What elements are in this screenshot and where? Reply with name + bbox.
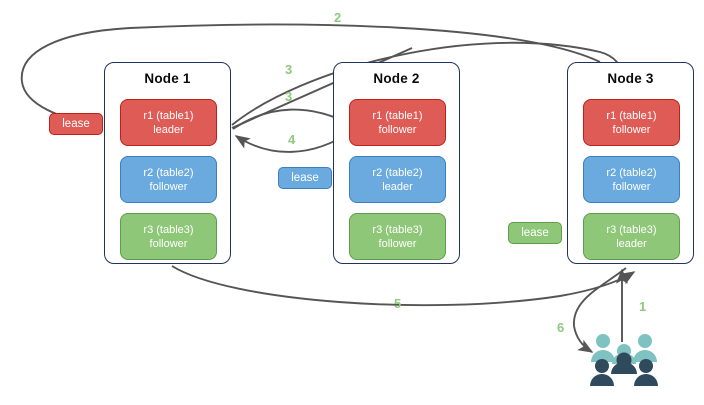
range-name: r1 (table1) — [143, 109, 194, 122]
node-3-container[interactable]: Node 3 r1 (table1) follower r2 (table2) … — [567, 62, 694, 264]
range-name: r1 (table1) — [606, 109, 657, 122]
edge-5-path — [171, 265, 636, 307]
range-role: follower — [612, 123, 651, 136]
node-1-range-r2[interactable]: r2 (table2) follower — [120, 156, 217, 203]
range-role: follower — [149, 180, 188, 193]
step-label-5: 5 — [394, 296, 402, 311]
range-role: leader — [382, 180, 413, 193]
range-role: follower — [612, 180, 651, 193]
node-3-range-r2[interactable]: r2 (table2) follower — [583, 156, 680, 203]
node-2-range-r3[interactable]: r3 (table3) follower — [349, 213, 446, 260]
step-label-2: 2 — [334, 10, 342, 25]
node-3-range-r3[interactable]: r3 (table3) leader — [583, 213, 680, 260]
node-1-title: Node 1 — [144, 71, 191, 86]
lease-badge-node-1[interactable]: lease — [49, 113, 103, 135]
node-2-title: Node 2 — [373, 71, 420, 86]
range-name: r3 (table3) — [606, 223, 657, 236]
range-role: follower — [378, 123, 417, 136]
lease-badge-node-3[interactable]: lease — [508, 222, 562, 244]
step-label-3a: 3 — [285, 62, 293, 77]
node-2-range-r2[interactable]: r2 (table2) leader — [349, 156, 446, 203]
range-name: r2 (table2) — [606, 166, 657, 179]
step-label-3b: 3 — [285, 89, 293, 104]
users-icon — [590, 334, 658, 386]
node-3-title: Node 3 — [607, 71, 654, 86]
step-label-1: 1 — [639, 299, 647, 314]
node-2-container[interactable]: Node 2 r1 (table1) follower r2 (table2) … — [333, 62, 460, 264]
range-name: r3 (table3) — [143, 223, 194, 236]
range-name: r2 (table2) — [143, 166, 194, 179]
step-label-6: 6 — [557, 320, 565, 335]
step-label-4: 4 — [288, 132, 296, 147]
range-role: leader — [153, 123, 184, 136]
node-1-range-r3[interactable]: r3 (table3) follower — [120, 213, 217, 260]
range-role: leader — [616, 237, 647, 250]
range-name: r3 (table3) — [372, 223, 423, 236]
lease-badge-node-2[interactable]: lease — [278, 167, 332, 189]
range-name: r2 (table2) — [372, 166, 423, 179]
node-1-range-r1[interactable]: r1 (table1) leader — [120, 99, 217, 146]
node-2-range-r1[interactable]: r1 (table1) follower — [349, 99, 446, 146]
node-3-range-r1[interactable]: r1 (table1) follower — [583, 99, 680, 146]
node-1-container[interactable]: Node 1 r1 (table1) leader r2 (table2) fo… — [104, 62, 231, 264]
range-role: follower — [149, 237, 188, 250]
range-role: follower — [378, 237, 417, 250]
range-name: r1 (table1) — [372, 109, 423, 122]
